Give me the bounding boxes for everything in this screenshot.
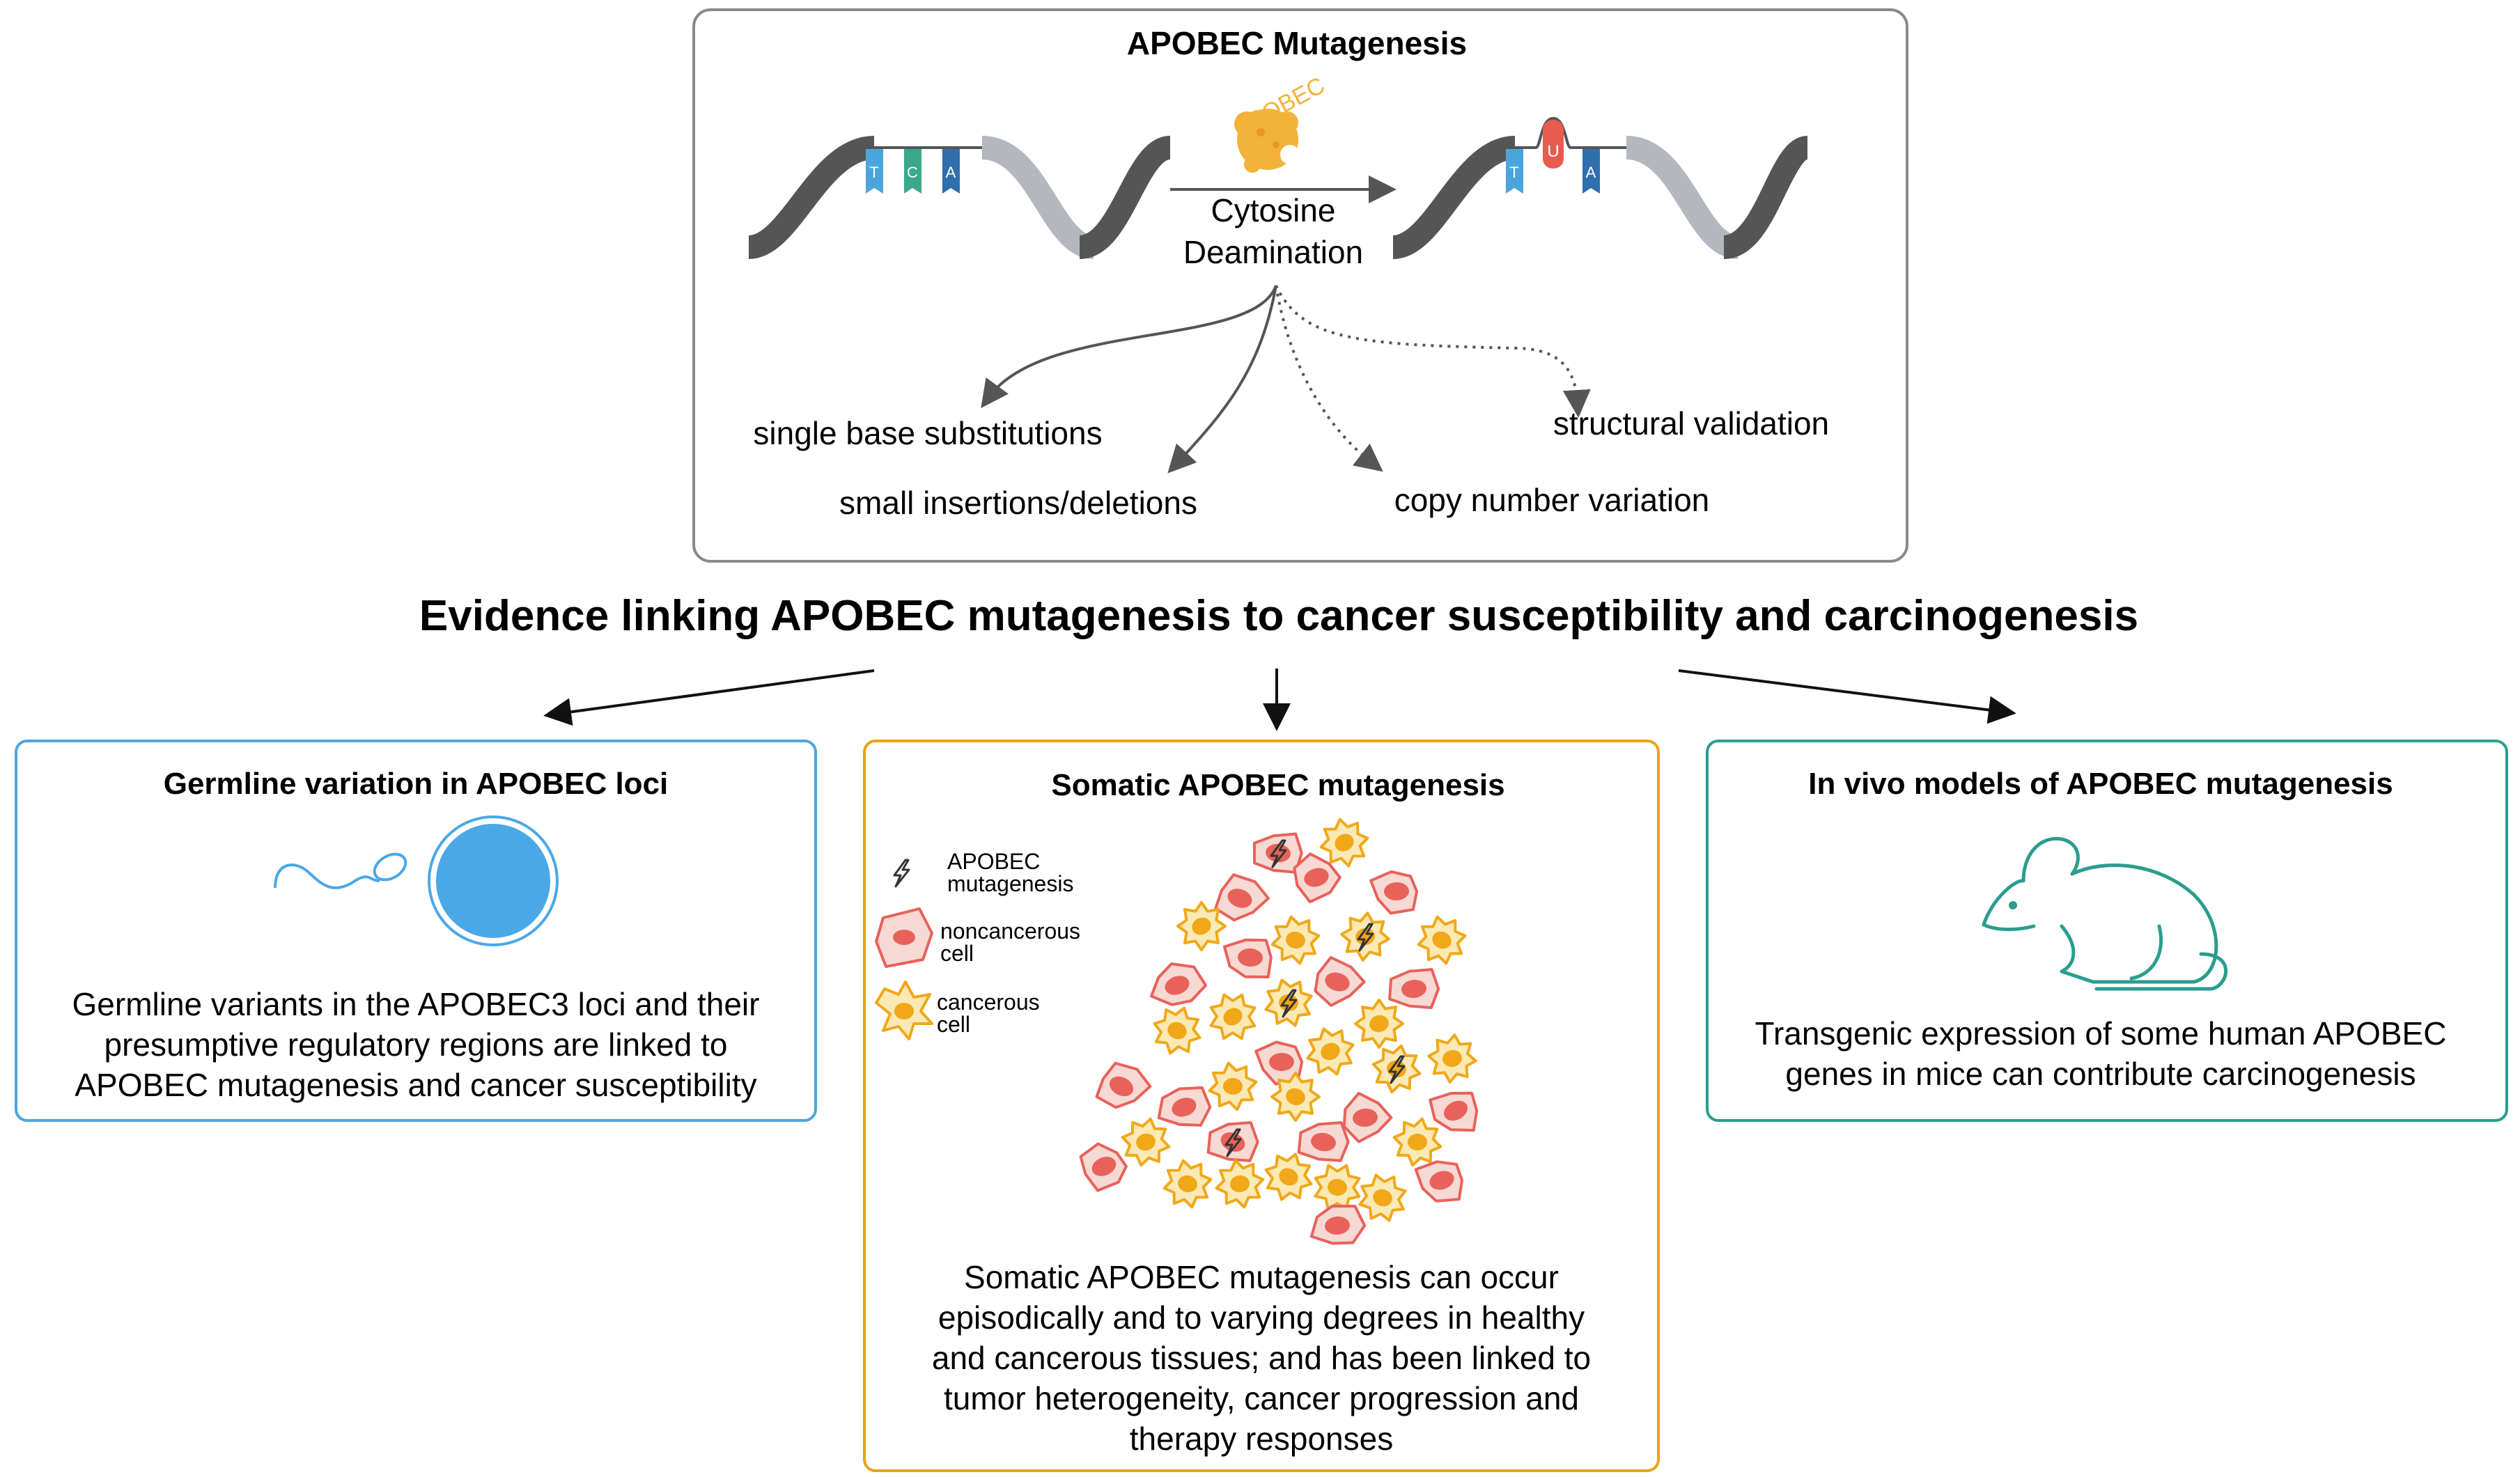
somatic-line-2: episodically and to varying degrees in h… xyxy=(938,1299,1585,1336)
cancerous-cell xyxy=(1215,1159,1265,1209)
legend-cancerous-line-1: cancerous xyxy=(937,990,1040,1015)
noncancerous-cell xyxy=(1214,873,1270,922)
germline-title: Germline variation in APOBEC loci xyxy=(164,767,669,801)
base-a-icon: A xyxy=(942,149,960,194)
svg-text:C: C xyxy=(907,164,918,181)
process-line-1: Cytosine xyxy=(1211,192,1336,228)
noncancerous-cell xyxy=(1157,1086,1212,1127)
top-panel: APOBEC Mutagenesis T C A APOBEC xyxy=(692,8,1908,563)
noncancerous-cell xyxy=(1314,955,1366,1007)
cancerous-cell xyxy=(1176,901,1227,951)
noncancerous-cell xyxy=(1150,962,1208,1006)
noncancerous-cell xyxy=(1293,852,1341,904)
base-t-icon: T xyxy=(866,149,883,194)
invivo-line-2: genes in mice can contribute carcinogene… xyxy=(1785,1056,2416,1092)
legend-mutagenesis-line-2: mutagenesis xyxy=(947,871,1073,896)
germline-panel: Germline variation in APOBEC loci Germli… xyxy=(15,740,817,1122)
cancerous-cell xyxy=(1270,915,1321,965)
cell-cluster xyxy=(1079,818,1479,1245)
somatic-border xyxy=(863,740,1660,1472)
cancerous-cell xyxy=(1417,915,1467,965)
cancerous-cell xyxy=(1153,1006,1201,1055)
cancerous-cell xyxy=(1354,999,1404,1049)
outcome-structural: structural validation xyxy=(1553,405,1829,441)
noncancerous-cell xyxy=(1342,1092,1393,1143)
cancerous-cell xyxy=(1162,1159,1213,1209)
arrow-to-indels xyxy=(1167,285,1277,474)
legend-mutagenesis-line-1: APOBEC xyxy=(947,849,1040,874)
main-heading: Evidence linking APOBEC mutagenesis to c… xyxy=(419,592,2138,640)
outcome-sbs: single base substitutions xyxy=(753,415,1102,451)
svg-text:U: U xyxy=(1547,142,1559,161)
legend-cancerous-line-2: cell xyxy=(937,1012,970,1037)
cancerous-cell xyxy=(1270,1072,1321,1122)
noncancerous-cell xyxy=(1223,938,1273,978)
noncancerous-cell xyxy=(1309,1205,1367,1245)
cancerous-cell xyxy=(1209,993,1257,1040)
arrow-to-structural xyxy=(1275,285,1591,418)
cancerous-cell xyxy=(1306,1027,1355,1076)
noncancerous-cell xyxy=(1079,1142,1128,1192)
cancerous-cell xyxy=(1264,978,1313,1027)
base-a-after-icon: A xyxy=(1582,149,1600,194)
cancerous-cell xyxy=(1121,1117,1171,1167)
legend-noncancerous: noncancerous cell xyxy=(875,907,1080,968)
base-t-after-icon: T xyxy=(1506,149,1523,194)
noncancerous-cell xyxy=(1414,1160,1463,1203)
somatic-line-5: therapy responses xyxy=(1130,1421,1393,1457)
somatic-line-3: and cancerous tissues; and has been link… xyxy=(932,1340,1591,1376)
cancerous-cell xyxy=(1319,818,1369,868)
dna-after-icon: T U A xyxy=(1391,116,1810,259)
arrow-to-germline xyxy=(543,669,875,726)
germline-line-3: APOBEC mutagenesis and cancer susceptibi… xyxy=(75,1067,756,1103)
somatic-line-1: Somatic APOBEC mutagenesis can occur xyxy=(964,1259,1559,1295)
invivo-line-1: Transgenic expression of some human APOB… xyxy=(1755,1015,2447,1052)
noncancerous-cell xyxy=(1369,870,1419,915)
legend-noncancerous-line-2: cell xyxy=(940,941,974,966)
somatic-panel: Somatic APOBEC mutagenesis APOBEC mutage… xyxy=(863,740,1660,1472)
cancerous-cell xyxy=(1358,1173,1407,1222)
invivo-panel: In vivo models of APOBEC mutagenesis Tra… xyxy=(1706,740,2508,1122)
process-line-2: Deamination xyxy=(1183,234,1363,270)
noncancerous-cell xyxy=(1095,1061,1152,1109)
legend-cancerous: cancerous cell xyxy=(875,980,1040,1040)
svg-text:A: A xyxy=(946,164,956,181)
cancerous-cell xyxy=(1392,1117,1442,1167)
egg-icon xyxy=(428,815,559,946)
svg-text:T: T xyxy=(869,164,878,181)
germline-line-2: presumptive regulatory regions are linke… xyxy=(104,1026,728,1063)
noncancerous-cell xyxy=(1206,1121,1259,1162)
cancerous-cell xyxy=(1340,912,1390,962)
noncancerous-cell xyxy=(1388,968,1440,1010)
dna-before-icon: T C A xyxy=(747,136,1172,259)
outcome-indels: small insertions/deletions xyxy=(839,485,1197,521)
arrow-to-invivo xyxy=(1678,669,2016,724)
germline-line-1: Germline variants in the APOBEC3 loci an… xyxy=(72,986,760,1022)
cancerous-cell xyxy=(1371,1044,1422,1094)
cancerous-cell xyxy=(1427,1033,1477,1084)
somatic-title: Somatic APOBEC mutagenesis xyxy=(1051,768,1504,802)
germline-border xyxy=(15,740,817,1122)
somatic-line-4: tumor heterogeneity, cancer progression … xyxy=(944,1380,1579,1416)
cancerous-cell xyxy=(1208,1061,1258,1111)
arrow-to-sbs xyxy=(981,285,1277,409)
invivo-border xyxy=(1706,740,2508,1122)
svg-text:T: T xyxy=(1509,164,1518,181)
invivo-title: In vivo models of APOBEC mutagenesis xyxy=(1808,767,2393,801)
arrow-to-cnv xyxy=(1275,285,1383,472)
base-u-icon: U xyxy=(1543,120,1564,169)
legend-noncancerous-line-1: noncancerous xyxy=(940,919,1080,944)
noncancerous-cell xyxy=(1297,1121,1350,1162)
sperm-icon xyxy=(274,852,407,890)
noncancerous-cell xyxy=(1429,1091,1479,1132)
top-panel-title: APOBEC Mutagenesis xyxy=(1127,25,1467,61)
cancerous-cell xyxy=(1264,1152,1313,1201)
outcome-cnv: copy number variation xyxy=(1394,482,1710,518)
base-c-icon: C xyxy=(904,149,921,194)
svg-text:A: A xyxy=(1586,164,1596,181)
mouse-icon xyxy=(1982,836,2228,991)
legend-mutagenesis: APOBEC mutagenesis xyxy=(893,849,1073,896)
noncancerous-cell xyxy=(1252,832,1303,874)
